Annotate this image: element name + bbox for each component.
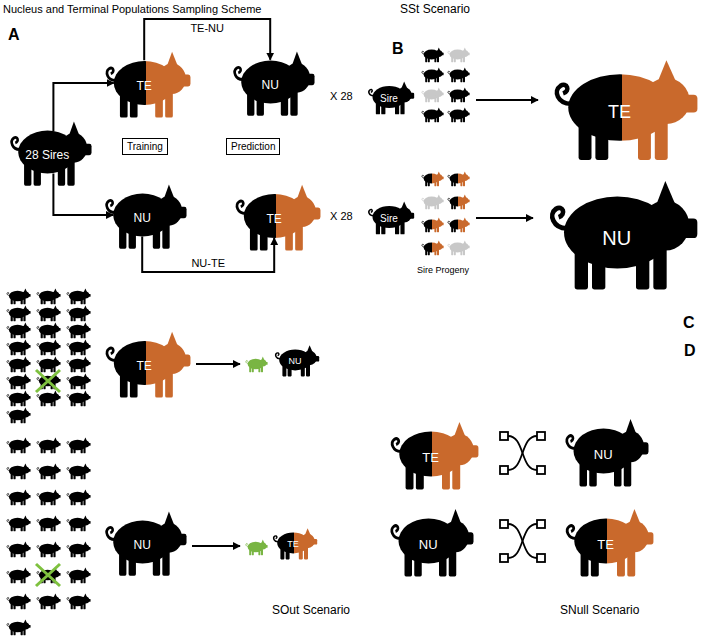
pig-label: TE: [608, 103, 631, 121]
pig-label: Sire: [380, 214, 398, 224]
pig-figure: NU: [272, 342, 320, 378]
panel-letter: C: [683, 314, 695, 332]
pig-label: NU: [602, 228, 631, 248]
panel-title: SSt Scenario: [400, 3, 470, 16]
pig-label: NU: [134, 212, 151, 224]
panel-title: Nucleus and Terminal Populations Samplin…: [3, 3, 261, 15]
pig-label: TE: [136, 80, 151, 92]
pig-label: TE: [287, 540, 299, 549]
pig-figure: TE: [230, 178, 322, 254]
edge-label: NU-TE: [189, 257, 227, 269]
pig-label: Sire: [380, 94, 398, 104]
pig-figure: Sire: [365, 78, 415, 116]
connector-arrow: [53, 83, 113, 131]
connector-arrow: [144, 19, 270, 60]
pig-label: NU: [134, 539, 151, 551]
pig-label: TE: [422, 451, 439, 464]
pig-figure: TE: [100, 325, 192, 401]
edge-label: TE-NU: [188, 22, 226, 34]
panel-letter: A: [8, 26, 20, 44]
count-label: X 28: [330, 210, 353, 222]
pig-figure: TE: [545, 50, 700, 165]
pig-label: TE: [597, 538, 614, 551]
scenario-label: SOut Scenario: [272, 604, 350, 617]
process-box: Prediction: [226, 138, 280, 155]
pig-figure: NU: [540, 170, 700, 295]
pig-figure: TE: [560, 502, 655, 580]
pig-label: 28 Sires: [25, 149, 69, 161]
pig-figure: NU: [385, 502, 475, 580]
box-text: Prediction: [231, 141, 275, 152]
group-label: Sire Progeny: [417, 266, 469, 276]
box-text: Training: [127, 141, 163, 152]
pig-label: TE: [266, 213, 281, 225]
panel-letter: B: [392, 40, 404, 58]
pig-figure: TE: [100, 45, 192, 121]
pig-figure: NU: [560, 412, 650, 490]
pig-figure: NU: [100, 505, 188, 579]
pig-figure: TE: [385, 415, 480, 493]
pig-label: NU: [594, 448, 613, 461]
panel-letter: D: [684, 342, 696, 360]
pig-figure: NU: [228, 45, 316, 119]
pig-label: NU: [289, 357, 302, 366]
pig-label: TE: [136, 360, 151, 372]
pig-label: NU: [262, 79, 279, 91]
pig-figure: Sire: [365, 198, 415, 236]
scenario-label: SNull Scenario: [560, 604, 639, 617]
process-box: Training: [122, 138, 168, 155]
pig-figure: TE: [270, 525, 318, 561]
pig-figure: NU: [100, 178, 188, 252]
count-label: X 28: [330, 90, 353, 102]
pig-figure: 28 Sires: [5, 115, 93, 189]
pig-label: NU: [419, 538, 438, 551]
